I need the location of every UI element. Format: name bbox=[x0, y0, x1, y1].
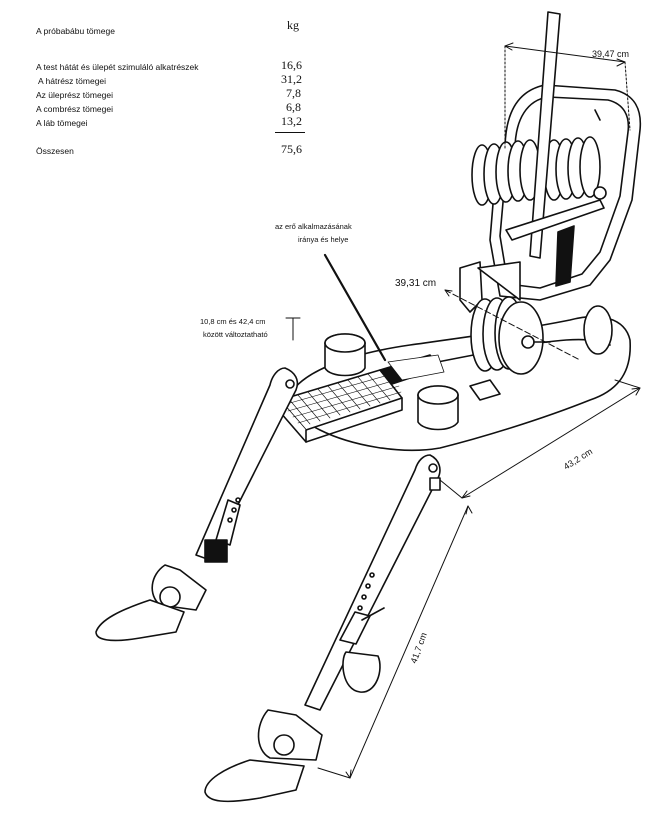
adjust-label-line2: között változtatható bbox=[203, 330, 268, 339]
right-leg bbox=[204, 454, 441, 803]
mass-table-unit: kg bbox=[287, 18, 299, 32]
hip-weight-discs bbox=[470, 296, 613, 375]
mass-table-title: A próbabábu tömege bbox=[36, 26, 115, 36]
dim-adjustable bbox=[285, 317, 301, 341]
thigh-board bbox=[279, 369, 403, 443]
dim-back-width-label: 39,47 cm bbox=[592, 49, 629, 59]
mass-row-label: A láb tömegei bbox=[36, 118, 88, 128]
dim-hip-width bbox=[444, 289, 581, 361]
seat-weight-left bbox=[324, 333, 366, 377]
total-divider bbox=[275, 132, 305, 133]
mass-row-label: A hátrész tömegei bbox=[38, 76, 107, 86]
back-panel-shade bbox=[555, 225, 575, 287]
left-leg bbox=[95, 367, 299, 642]
force-arrow bbox=[323, 253, 445, 385]
left-ankle-weight bbox=[204, 539, 228, 563]
mass-row-label: A test hátát és ülepét szimuláló alkatré… bbox=[36, 62, 199, 72]
seat-weight-right bbox=[417, 385, 459, 431]
mass-total-value: 75,6 bbox=[281, 142, 302, 156]
mass-row-value: 13,2 bbox=[281, 114, 302, 128]
torque-rod bbox=[505, 11, 605, 259]
force-label-line2: iránya és helye bbox=[298, 235, 348, 244]
dim-leg-length bbox=[317, 505, 473, 779]
hip-bracket bbox=[459, 261, 521, 313]
mass-row-value: 31,2 bbox=[281, 72, 302, 86]
right-ankle-weight bbox=[342, 651, 381, 693]
dim-seat-length-label: 43,2 cm bbox=[562, 446, 594, 471]
mass-row-value: 7,8 bbox=[286, 86, 301, 100]
dim-seat-length bbox=[439, 379, 641, 499]
mass-row-label: Az üleprész tömegei bbox=[36, 90, 114, 100]
force-label-line1: az erő alkalmazásának bbox=[275, 222, 352, 231]
dim-hip-width-label: 39,31 cm bbox=[395, 278, 436, 289]
mass-row-value: 6,8 bbox=[286, 100, 301, 114]
mass-row-value: 16,6 bbox=[281, 58, 302, 72]
adjust-label-line1: 10,8 cm és 42,4 cm bbox=[200, 317, 265, 326]
mass-total-label: Összesen bbox=[36, 146, 74, 156]
back-weight-discs bbox=[471, 136, 607, 206]
mass-row-label: A combrész tömegei bbox=[36, 104, 114, 114]
dim-back-width bbox=[504, 42, 631, 151]
seat-clip bbox=[469, 379, 501, 401]
